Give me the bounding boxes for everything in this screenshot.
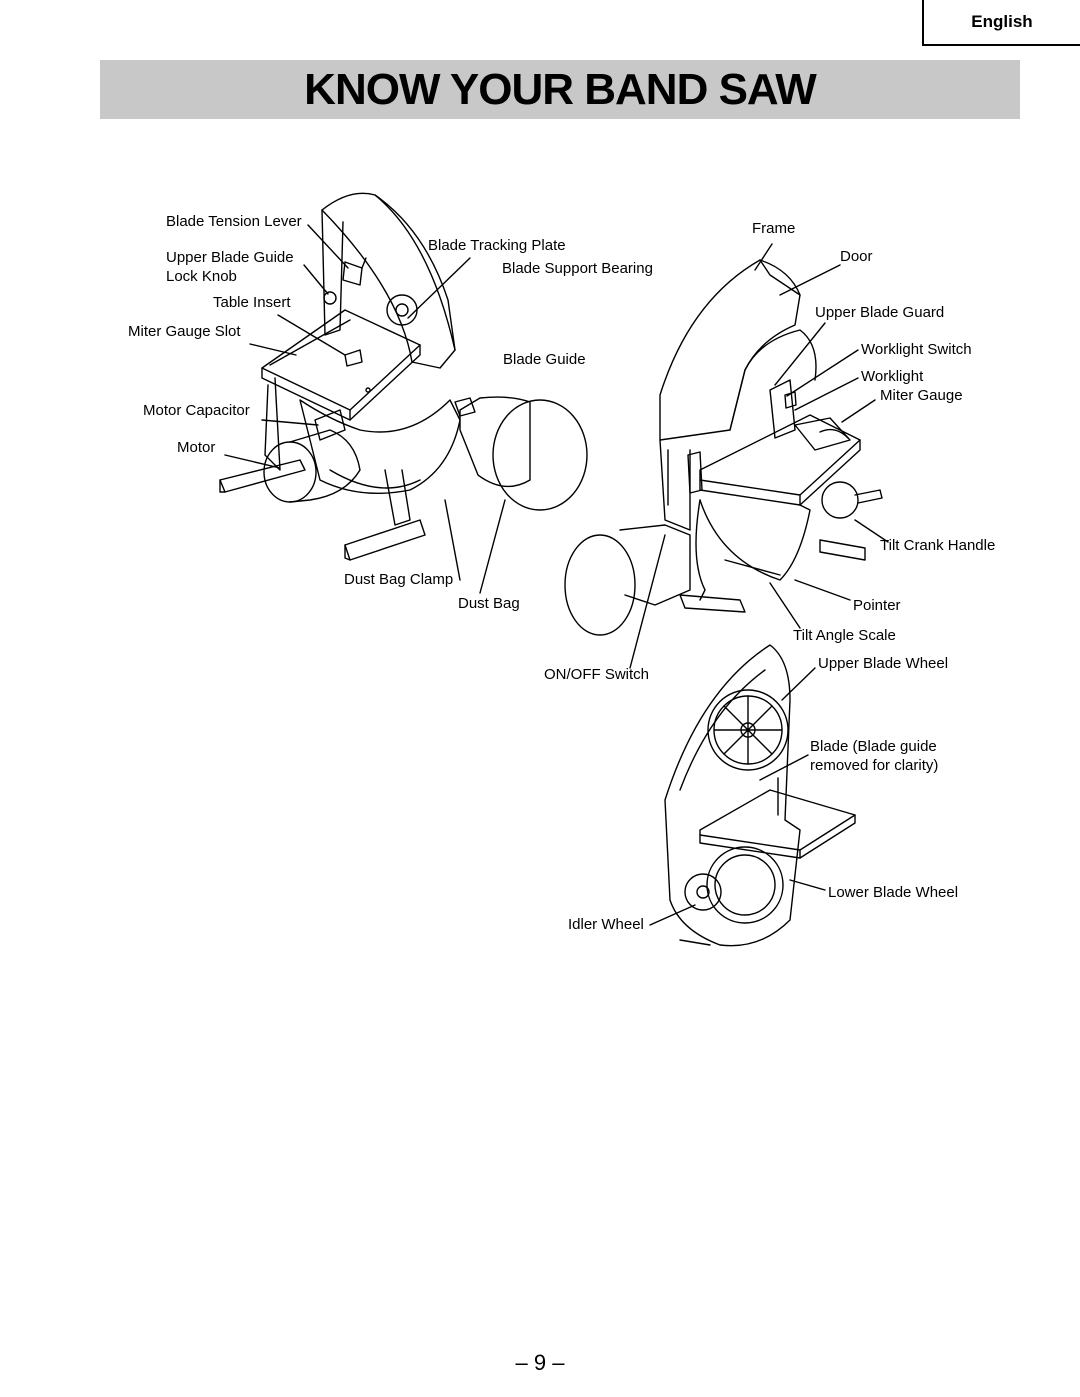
label-miter-gauge-slot: Miter Gauge Slot — [128, 323, 241, 340]
internal-view-illustration — [649, 644, 856, 947]
label-worklight: Worklight — [861, 368, 924, 385]
language-tab: English — [922, 0, 1080, 46]
label-pointer: Pointer — [853, 597, 901, 614]
label-blade: Blade (Blade guide — [810, 738, 937, 755]
label-miter-gauge: Miter Gauge — [880, 387, 963, 404]
label-motor-capacitor: Motor Capacitor — [143, 402, 250, 419]
left-saw-illustration — [219, 192, 588, 594]
label-upper-blade-wheel: Upper Blade Wheel — [818, 655, 949, 672]
right-saw-illustration — [564, 243, 889, 669]
label-upper-blade-guard: Upper Blade Guard — [815, 304, 945, 321]
page-number: – 9 – — [515, 1350, 565, 1375]
label-frame: Frame — [752, 220, 796, 237]
label-door: Door — [840, 248, 873, 265]
label-blade-tracking-plate: Blade Tracking Plate — [428, 237, 566, 254]
label-upper-blade-guide: Upper Blade Guide — [166, 249, 294, 266]
label-motor: Motor — [177, 439, 216, 456]
label-worklight-switch: Worklight Switch — [861, 341, 972, 358]
label-lock-knob: Lock Knob — [166, 268, 237, 285]
label-tilt-angle-scale: Tilt Angle Scale — [793, 627, 896, 644]
label-blade-guide: Blade Guide — [503, 351, 586, 368]
label-blade-tension-lever: Blade Tension Lever — [166, 213, 302, 230]
label-lower-blade-wheel: Lower Blade Wheel — [828, 884, 959, 901]
label-blade-support-bearing: Blade Support Bearing — [502, 260, 653, 277]
label-tilt-crank-handle: Tilt Crank Handle — [880, 537, 996, 554]
label-blade-note: removed for clarity) — [810, 757, 939, 774]
band-saw-diagram — [219, 192, 889, 947]
label-table-insert: Table Insert — [213, 294, 291, 311]
label-dust-bag-clamp: Dust Bag Clamp — [344, 571, 454, 588]
label-idler-wheel: Idler Wheel — [568, 916, 644, 933]
page-title: KNOW YOUR BAND SAW — [304, 64, 817, 114]
title-bar: KNOW YOUR BAND SAW — [100, 60, 1020, 119]
label-on-off-switch: ON/OFF Switch — [544, 666, 650, 683]
label-dust-bag: Dust Bag — [458, 595, 520, 612]
